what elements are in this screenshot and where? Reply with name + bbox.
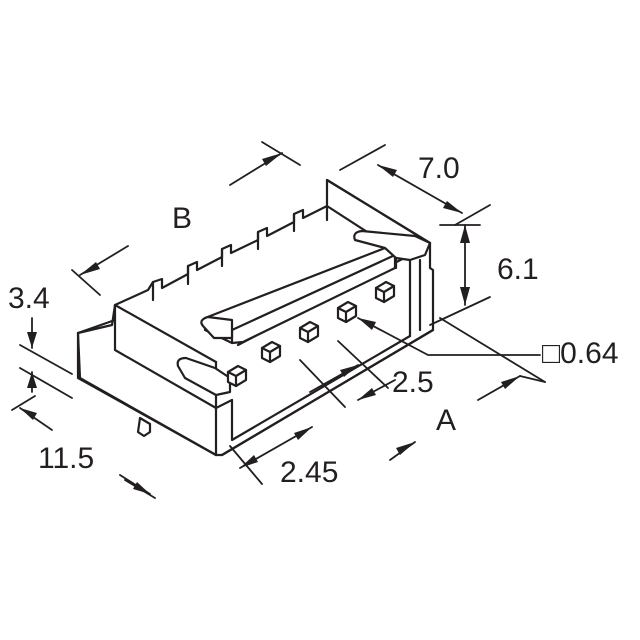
dimension-3-4 bbox=[19, 317, 73, 399]
solder-tab bbox=[136, 416, 152, 438]
label-pin-size: □0.64 bbox=[542, 337, 619, 370]
dimension-a bbox=[389, 375, 546, 461]
dimension-7-0 bbox=[339, 144, 491, 226]
terminal-pins bbox=[226, 280, 396, 388]
connector-housing bbox=[76, 178, 435, 457]
dimension-2-45 bbox=[229, 426, 313, 485]
dimension-11-5 bbox=[11, 395, 156, 499]
label-a: A bbox=[436, 404, 456, 437]
label-7-0: 7.0 bbox=[418, 152, 460, 185]
dimension-pin-size bbox=[357, 317, 546, 383]
label-b: B bbox=[172, 202, 192, 235]
label-11-5: 11.5 bbox=[38, 442, 94, 475]
label-6-1: 6.1 bbox=[497, 253, 539, 286]
label-3-4: 3.4 bbox=[8, 282, 50, 315]
dimension-6-1 bbox=[429, 224, 491, 326]
dimension-b bbox=[71, 141, 301, 296]
dimension-2-5 bbox=[299, 340, 396, 408]
label-2-45: 2.45 bbox=[280, 456, 338, 489]
label-2-5: 2.5 bbox=[392, 366, 434, 399]
